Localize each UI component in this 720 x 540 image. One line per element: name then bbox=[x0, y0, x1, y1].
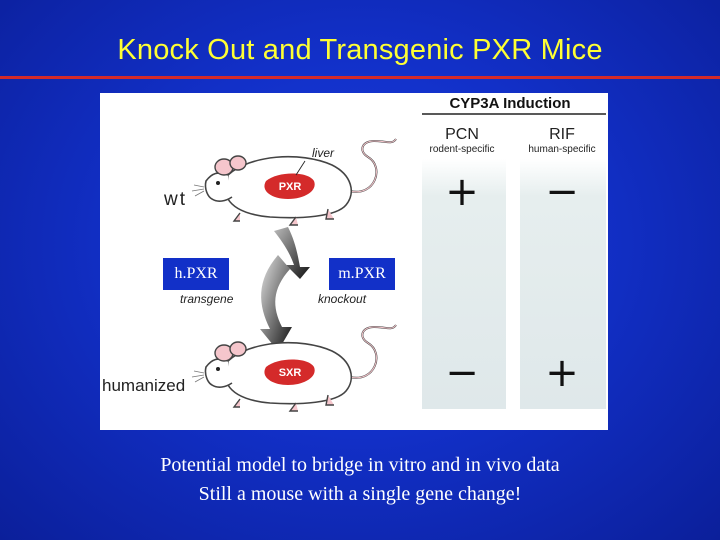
title-divider bbox=[0, 76, 720, 79]
transgene-arrow-icon bbox=[260, 255, 292, 351]
transgene-label: transgene bbox=[180, 292, 234, 306]
humanized-pcn-result: − bbox=[445, 350, 479, 396]
induction-header: CYP3A Induction bbox=[449, 95, 570, 112]
knockout-arrow-icon bbox=[274, 227, 310, 279]
wt-liver-gene-label: PXR bbox=[279, 181, 302, 193]
pcn-sublabel: rodent-specific bbox=[429, 144, 494, 155]
wt-rif-result: − bbox=[545, 169, 579, 215]
wt-mouse-icon: PXR liver bbox=[191, 138, 397, 226]
knockout-label: knockout bbox=[318, 292, 367, 306]
humanized-mouse-icon: SXR bbox=[191, 324, 397, 412]
humanized-liver-icon bbox=[264, 359, 315, 385]
pcn-column-shade bbox=[422, 159, 506, 409]
human-pxr-label-box: h.PXR bbox=[163, 258, 229, 290]
humanized-rif-result: + bbox=[545, 350, 579, 396]
rif-column-shade bbox=[520, 159, 606, 409]
rif-label: RIF bbox=[549, 126, 575, 143]
mouse-pxr-label-box: m.PXR bbox=[329, 258, 395, 290]
pxr-mouse-diagram: CYP3A Induction PCN rodent-specific RIF … bbox=[102, 95, 606, 412]
humanized-liver-gene-label: SXR bbox=[279, 367, 302, 379]
pcn-label: PCN bbox=[445, 126, 479, 143]
wt-liver-icon bbox=[264, 173, 315, 199]
humanized-label: humanized bbox=[102, 376, 185, 395]
caption-line-2: Still a mouse with a single gene change! bbox=[198, 483, 522, 505]
rif-sublabel: human-specific bbox=[528, 144, 595, 155]
liver-label: liver bbox=[312, 146, 335, 160]
slide-title: Knock Out and Transgenic PXR Mice bbox=[117, 34, 603, 66]
caption-line-1: Potential model to bridge in vitro and i… bbox=[160, 454, 560, 476]
wt-pcn-result: + bbox=[445, 169, 479, 215]
wt-label: wt bbox=[163, 189, 187, 210]
